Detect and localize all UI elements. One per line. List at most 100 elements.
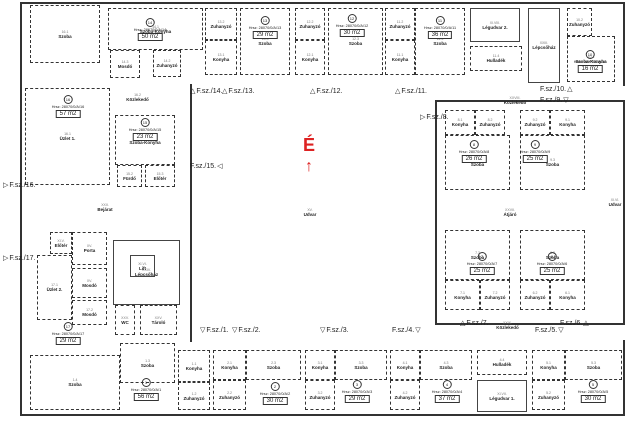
room-name: Bejárat	[97, 207, 113, 212]
room-code: XV.	[307, 208, 313, 212]
entrance-label: F.sz./17.	[9, 254, 36, 262]
room-code: 7.2	[492, 290, 498, 295]
entrance-marker: △F.sz./7.	[460, 319, 489, 328]
room-code: XXV.	[154, 315, 163, 320]
room-name: Konyha	[221, 364, 238, 370]
room-code: 9.3	[550, 158, 555, 162]
room-code: 1.4	[72, 378, 78, 382]
apartment-area: 29 m2	[344, 395, 370, 403]
room-code: 1.2	[191, 391, 197, 396]
room-code: XV.	[86, 278, 93, 283]
room-name: Zuhanyzó	[394, 394, 416, 400]
room-name: Átjáró	[503, 212, 517, 217]
room-code: 7.3	[475, 250, 480, 255]
apartment-hrsz: Hrsz: 28070/0/A/8	[458, 150, 490, 154]
entrance-label: F.sz./6.	[560, 319, 583, 327]
room-name: Zuhanyzó	[389, 23, 411, 29]
entrance-marker: F.sz./15.◁	[190, 162, 222, 171]
room-name: Szoba	[58, 33, 72, 39]
room-code: 15.3	[156, 171, 164, 176]
entrance-triangle-icon: ▽	[200, 327, 206, 334]
room-code: XI.V.	[57, 238, 65, 243]
room-code: 3.2	[317, 390, 323, 395]
apartment-number: 4	[442, 380, 452, 389]
room: XXV.Tároló	[140, 305, 177, 335]
room-code: 14.3	[121, 59, 129, 64]
room-name: Szoba	[68, 382, 82, 387]
room-code: XI.VIII.	[489, 20, 501, 25]
room-code: 11.1	[396, 53, 404, 57]
room-code: 16.2	[134, 93, 141, 97]
apartment-area: 30 m2	[262, 397, 288, 405]
room-code: 14.1	[152, 24, 159, 29]
room-code: 3.1	[317, 360, 323, 365]
room-name: Zuhanyzó	[309, 394, 331, 400]
room-code: 1.3	[145, 358, 150, 363]
room-name: Üzlet 1.	[59, 136, 76, 141]
apartment-hrsz: Hrsz: 28070/0/A/11	[423, 26, 457, 30]
entrance-label: F.sz./12.	[316, 87, 343, 95]
entrance-triangle-icon: ▽	[232, 327, 238, 334]
room-code: XI.VII.	[497, 391, 507, 396]
room-name: Udvar	[303, 212, 317, 217]
entrance-triangle-icon: ▽	[415, 327, 421, 334]
entrance-triangle-icon: ▷	[420, 114, 426, 121]
apartment-hrsz: Hrsz: 28070/0/A/6	[536, 262, 568, 266]
room: XXVII.Átjáró	[490, 200, 530, 225]
entrance-marker: △F.sz./14.	[190, 87, 222, 96]
room-code: 4.2	[402, 390, 408, 395]
north-arrow-icon: ↑	[305, 158, 313, 175]
room-name: Konyha	[185, 365, 203, 371]
entrance-marker: ▷F.sz./17.	[3, 254, 36, 263]
room-name: Légudvar 1.	[489, 395, 515, 401]
room-code: 10.2	[576, 17, 583, 22]
room: XV.Mosdó	[72, 268, 107, 298]
room: XXV.WC	[115, 305, 135, 335]
room-code: 2.1	[227, 360, 232, 365]
room-code: 9.2	[532, 118, 538, 122]
apartment-number: 6	[547, 252, 557, 261]
apartment-number: 9	[530, 140, 540, 149]
room-code: 12.2	[306, 19, 314, 24]
apartment-hrsz: Hrsz: 28070/0/A/5	[577, 390, 609, 394]
apartment-hrsz: Hrsz: 28070/0/A/1	[130, 388, 162, 392]
apartment-number: 2	[270, 382, 280, 391]
room-name: Tároló	[151, 319, 166, 325]
room-code: XXIV.	[142, 268, 151, 272]
entrance-label: F.sz./11.	[401, 87, 427, 95]
room-code: 5.3	[591, 360, 596, 365]
room-code: 13.1	[217, 53, 225, 57]
room-name: Szoba	[586, 364, 601, 370]
building-wall-left	[20, 84, 192, 342]
apartment-number: 8	[469, 140, 479, 149]
entrance-marker: F.sz./4.▽	[392, 326, 421, 335]
room-code: XXIII.	[539, 41, 549, 45]
entrance-label: F.sz./9.	[540, 96, 563, 104]
room-name: Szoba	[545, 162, 560, 167]
entrance-marker: ▽F.sz./2.	[232, 326, 261, 335]
